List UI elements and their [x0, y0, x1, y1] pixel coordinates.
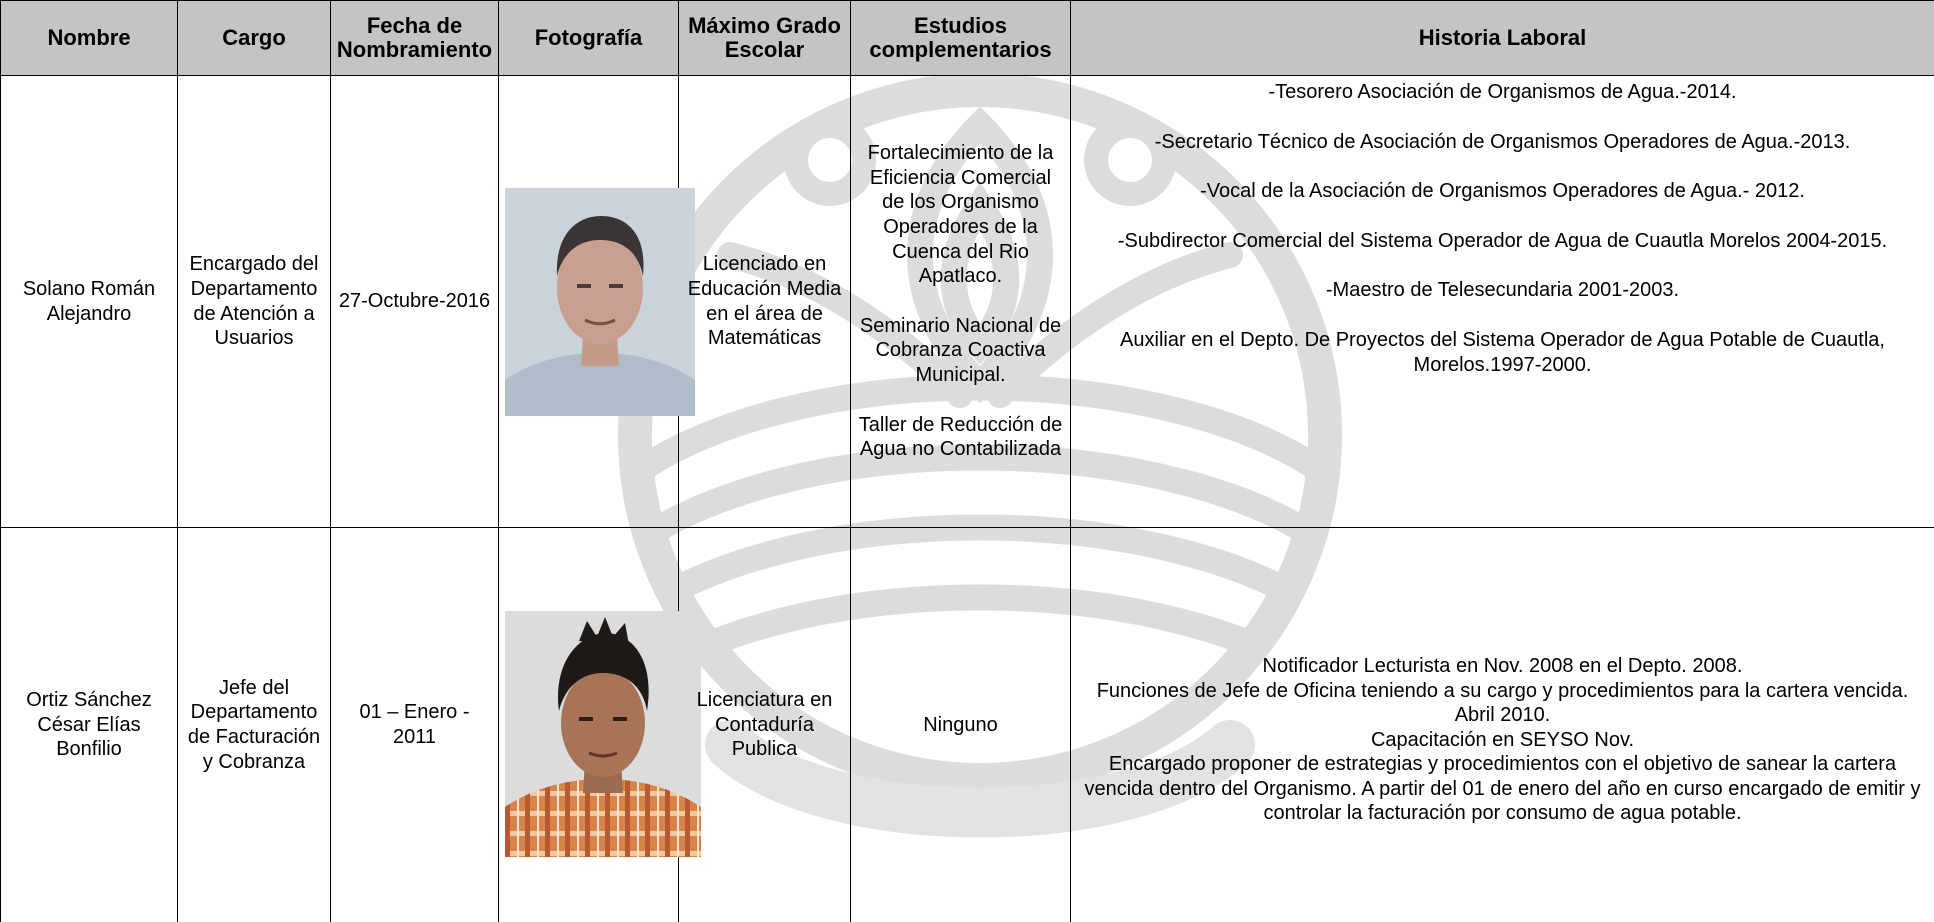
header-position: Cargo	[178, 1, 331, 76]
cell-education: Licenciatura en Contaduría Publica	[679, 528, 851, 922]
header-name: Nombre	[1, 1, 178, 76]
cell-photo	[499, 76, 679, 528]
cell-position: Jefe del Departamento de Facturación y C…	[178, 528, 331, 922]
cell-name: Ortiz Sánchez César Elías Bonfilio	[1, 528, 178, 922]
header-photo: Fotografía	[499, 1, 679, 76]
cell-appointment-date: 01 – Enero - 2011	[331, 528, 499, 922]
history-item: -Vocal de la Asociación de Organismos Op…	[1077, 179, 1928, 204]
header-appointment-date: Fecha de Nombramiento	[331, 1, 499, 76]
header-education: Máximo Grado Escolar	[679, 1, 851, 76]
table-row: Solano Román Alejandro Encargado del Dep…	[1, 76, 1934, 528]
history-item: Notificador Lecturista en Nov. 2008 en e…	[1077, 654, 1928, 679]
history-item: Capacitación en SEYSO Nov.	[1077, 728, 1928, 753]
history-item: -Tesorero Asociación de Organismos de Ag…	[1077, 80, 1928, 105]
cell-education: Licenciado en Educación Media en el área…	[679, 76, 851, 528]
cell-history: Notificador Lecturista en Nov. 2008 en e…	[1071, 528, 1934, 922]
employee-photo	[505, 611, 701, 857]
table-row: Ortiz Sánchez César Elías Bonfilio Jefe …	[1, 528, 1934, 922]
history-item: Auxiliar en el Depto. De Proyectos del S…	[1077, 328, 1928, 377]
history-item: Encargado proponer de estrategias y proc…	[1077, 752, 1928, 826]
cell-position: Encargado del Departamento de Atención a…	[178, 76, 331, 528]
cell-appointment-date: 27-Octubre-2016	[331, 76, 499, 528]
employee-photo	[505, 188, 695, 416]
cell-photo	[499, 528, 679, 922]
study-item: Taller de Reducción de Agua no Contabili…	[857, 413, 1064, 462]
history-item: -Secretario Técnico de Asociación de Org…	[1077, 130, 1928, 155]
history-item: -Maestro de Telesecundaria 2001-2003.	[1077, 278, 1928, 303]
cell-studies: Ninguno	[851, 528, 1071, 922]
history-item: Funciones de Jefe de Oficina teniendo a …	[1077, 679, 1928, 728]
cell-studies: Fortalecimiento de la Eficiencia Comerci…	[851, 76, 1071, 528]
cell-history: -Tesorero Asociación de Organismos de Ag…	[1071, 76, 1934, 528]
study-item: Fortalecimiento de la Eficiencia Comerci…	[857, 141, 1064, 289]
header-history: Historia Laboral	[1071, 1, 1934, 76]
study-item: Seminario Nacional de Cobranza Coactiva …	[857, 314, 1064, 388]
header-studies: Estudios complementarios	[851, 1, 1071, 76]
cell-name: Solano Román Alejandro	[1, 76, 178, 528]
table-header-row: Nombre Cargo Fecha de Nombramiento Fotog…	[1, 1, 1934, 76]
history-item: -Subdirector Comercial del Sistema Opera…	[1077, 229, 1928, 254]
